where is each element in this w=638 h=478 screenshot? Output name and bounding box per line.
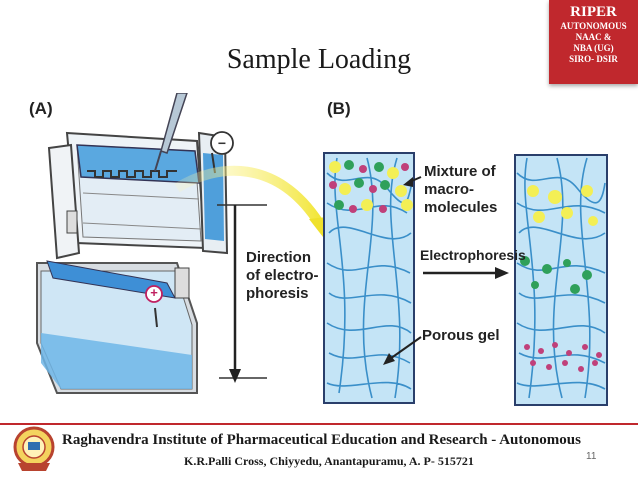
- mixture-label-line-1: Mixture of: [424, 163, 496, 180]
- mixture-label-line-2: macro-: [424, 181, 475, 198]
- badge-title: RIPER: [570, 4, 617, 20]
- electrophoresis-figure: (A) (B) − + Direction of electro- phores…: [27, 93, 611, 413]
- badge-line-3: NBA (UG): [573, 43, 614, 53]
- transfer-arrow-head: [309, 217, 327, 237]
- mixture-label: Mixture of macro- molecules: [424, 163, 497, 217]
- figure-drawing: [36, 93, 608, 406]
- institute-seal-icon: [13, 426, 55, 471]
- transfer-arrow: [174, 165, 324, 226]
- gel-apparatus-drawing: [36, 93, 267, 394]
- panel-a-label: (A): [29, 99, 53, 118]
- page-number: 11: [586, 451, 597, 462]
- mixture-label-line-3: molecules: [424, 199, 498, 216]
- electrophoresis-label: Electrophoresis: [420, 247, 526, 263]
- slide-title: Sample Loading: [226, 44, 412, 75]
- direction-label: Direction of electro- phoresis: [246, 249, 319, 303]
- panel-b-label: (B): [327, 99, 351, 118]
- porous-gel-label: Porous gel: [422, 327, 500, 344]
- badge-line-2: NAAC &: [575, 32, 612, 42]
- institute-address: K.R.Palli Cross, Chiyyedu, Anantapuramu,…: [184, 454, 474, 468]
- gel-after-drawing: [514, 154, 608, 406]
- accreditation-badge: RIPER AUTONOMOUS NAAC & NBA (UG) SIRO- D…: [549, 0, 638, 84]
- direction-label-line-2: of electro-: [246, 267, 319, 284]
- gel-before-drawing: [323, 152, 415, 404]
- direction-label-line-1: Direction: [246, 249, 312, 266]
- direction-label-line-3: phoresis: [246, 285, 309, 302]
- institute-name: Raghavendra Institute of Pharmaceutical …: [62, 432, 581, 448]
- plus-electrode-icon: +: [150, 285, 158, 300]
- minus-electrode-icon: −: [217, 135, 227, 151]
- footer-divider: [0, 423, 638, 425]
- badge-line-1: AUTONOMOUS: [560, 21, 627, 31]
- badge-line-4: SIRO- DSIR: [569, 54, 618, 64]
